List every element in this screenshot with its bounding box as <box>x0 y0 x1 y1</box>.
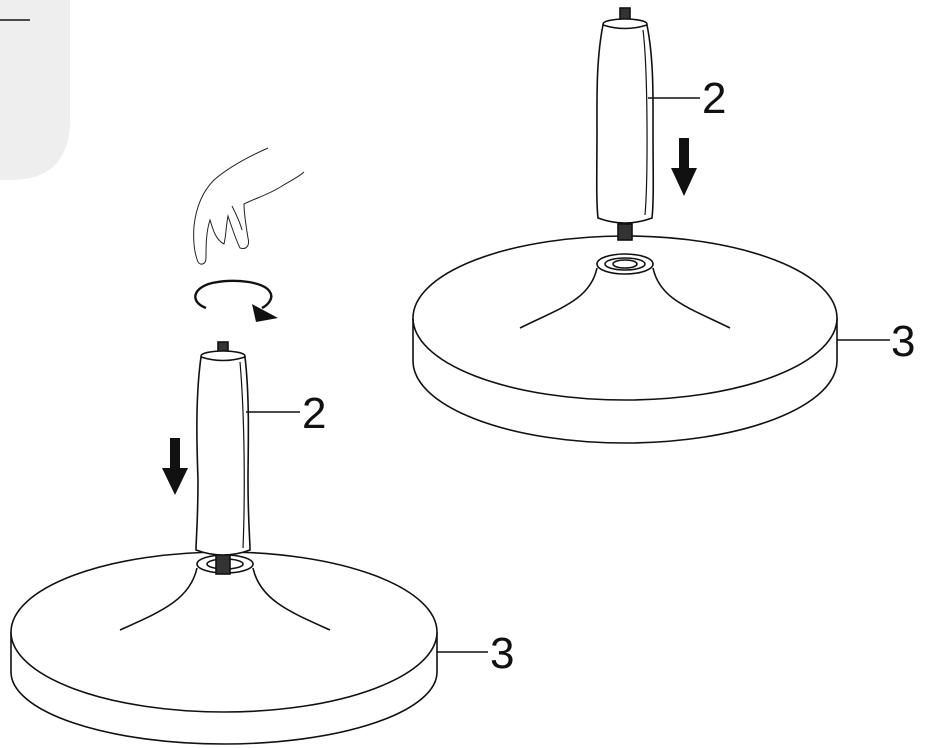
upper-handle-part <box>595 7 655 241</box>
corner-tab <box>0 0 70 180</box>
lower-part-callout: 2 <box>302 389 326 438</box>
lower-base-disc <box>10 551 438 745</box>
upper-assembly <box>412 7 838 444</box>
upper-base-disc <box>412 235 838 444</box>
hand-icon <box>193 147 305 265</box>
upper-down-arrow-icon <box>671 138 697 196</box>
upper-base-callout: 3 <box>891 317 915 366</box>
lower-assembly <box>10 147 438 745</box>
upper-part-callout: 2 <box>702 74 726 123</box>
lower-handle-part <box>195 341 251 575</box>
lower-down-arrow-icon <box>162 438 188 495</box>
rotate-arrow-icon <box>194 279 278 322</box>
lower-base-callout: 3 <box>490 629 514 678</box>
